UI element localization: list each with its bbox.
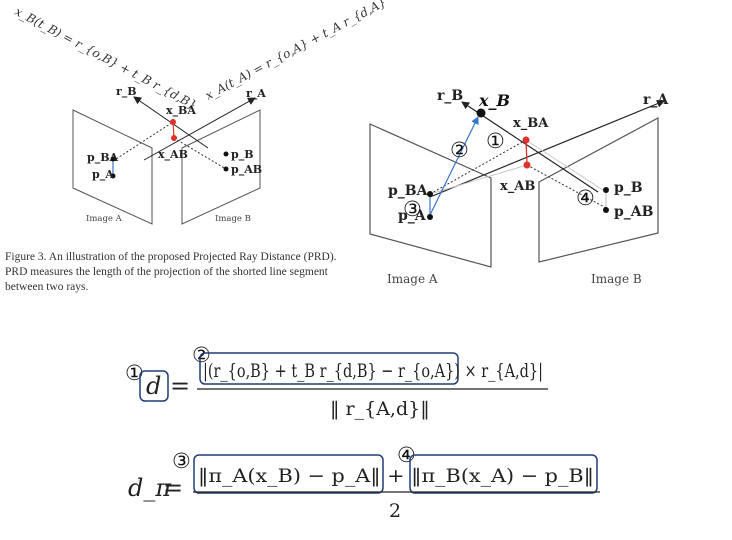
left-ray-b-equation: x_B(t_B) = r_{o,B} + t_B r_{d,B} [13,4,199,112]
left-figure: x_B(t_B) = r_{o,B} + t_B r_{d,B} x_A(t_A… [13,0,389,225]
left-label-pba: p_BA [87,151,118,165]
left-label-pa: p_A [92,168,114,182]
right-label-xab: x_AB [500,179,535,194]
right-annotation-4: ④ [576,186,595,210]
right-label-image-b: Image B [591,272,642,286]
eq2-term-b-box [409,454,598,494]
right-label-rb: r_B [437,88,463,104]
left-label-pb: p_B [231,148,254,162]
left-point-pab [223,166,229,172]
eq1-lhs-box [139,370,169,402]
right-dotted-a [526,164,607,209]
eq1-lhs: d [146,372,161,400]
right-point-xba [522,136,530,144]
right-label-pba: p_BA [388,183,429,199]
right-ray-a [429,99,665,198]
left-label-image-b: Image B [215,214,251,224]
right-point-xab [523,161,531,169]
right-faint-2 [525,139,607,193]
right-point-pba [427,191,433,197]
right-label-xba: x_BA [513,116,549,131]
eq2-equals: = [163,474,183,502]
eq2-annotation-3: ③ [172,449,191,473]
right-label-pa: p_A [398,208,427,224]
equation-1: ① d = ② |(r_{o,B} + t_B r_{d,B} − r_{o,A… [125,343,548,420]
left-point-xab [171,135,177,141]
left-point-pa [110,173,116,179]
right-label-pab: p_AB [614,204,654,220]
left-label-rb: r_B [116,85,137,99]
right-faint-1 [429,164,528,195]
left-image-b-plane [181,109,261,225]
left-image-a-plane [72,109,153,225]
equation-2: d_π = ③ ④ ‖π_A(x_B) − p_A‖ + ‖π_B(x_A) −… [128,443,600,522]
figure-caption: Figure 3. An illustration of the propose… [5,251,337,293]
eq1-annotation-1: ① [125,361,144,385]
left-label-pab: p_AB [231,163,262,177]
right-point-pb [603,187,609,193]
eq1-denominator: ‖ r_{A,d}‖ [330,398,430,420]
eq2-lhs: d_π [128,474,172,502]
left-label-xba: x_BA [166,104,196,118]
right-image-a-plane [369,123,492,268]
left-point-xba [170,119,176,125]
left-label-ra: r_A [246,87,266,101]
right-annotation-3: ③ [403,197,422,221]
right-label-xb: x_B [478,91,510,110]
left-label-image-a: Image A [86,214,123,224]
right-label-pb: p_B [614,180,643,196]
right-point-pab [603,207,609,213]
right-point-pa [427,214,433,220]
right-annotation-1: ① [486,129,505,153]
eq2-annotation-4: ④ [397,443,416,467]
right-blue-arrow [429,116,479,216]
eq2-term-a-box [193,454,384,494]
right-point-xb [476,108,486,118]
right-annotation-2: ② [450,138,469,162]
right-label-ra: r_A [643,92,669,108]
right-ray-b [461,101,599,193]
eq2-numerator: ‖π_A(x_B) − p_A‖ + ‖π_B(x_A) − p_B‖ [198,465,594,487]
eq1-equals: = [170,372,190,400]
right-image-b-plane [538,116,659,263]
left-point-pb [223,151,229,157]
right-label-image-a: Image A [387,272,438,286]
left-ray-a-equation: x_A(t_A) = r_{o,A} + t_A r_{d,A} [203,0,389,103]
eq1-numerator-box [199,352,459,385]
left-point-pba [110,156,116,162]
right-figure: r_B x_B r_A x_BA x_AB p_BA p_A p_B p_AB … [369,88,669,286]
right-segment-xba-xab [525,139,528,166]
eq2-denominator: 2 [389,500,401,522]
left-ray-a [143,97,256,161]
left-label-xab: x_AB [158,148,188,162]
eq1-numerator: |(r_{o,B} + t_B r_{d,B} − r_{o,A}) × r_{… [203,360,543,382]
